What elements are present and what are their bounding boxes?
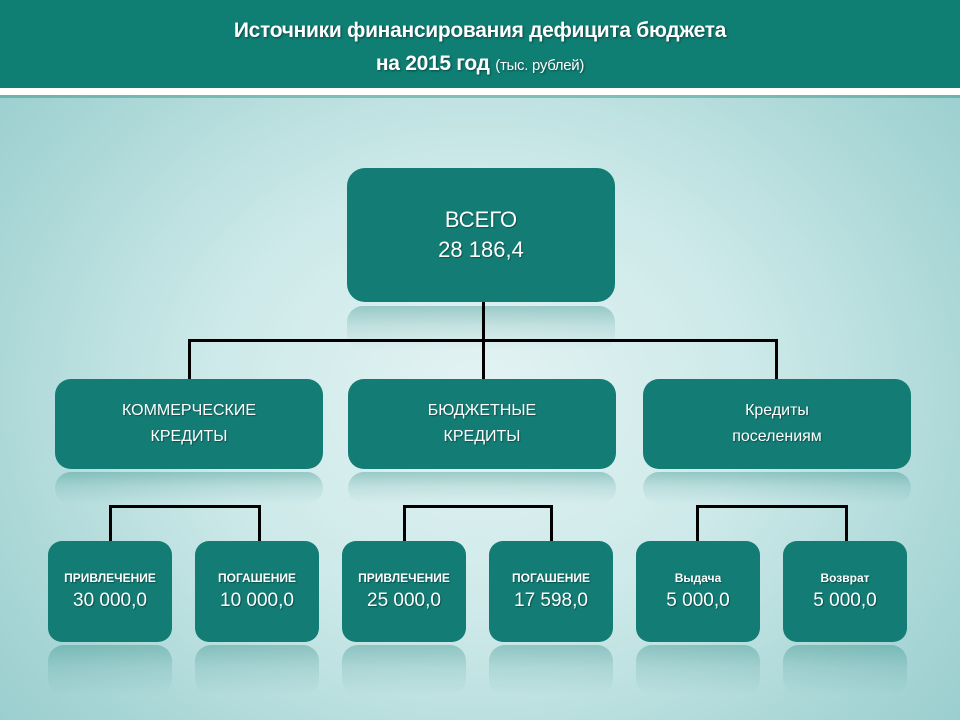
leaf-box-settlement-return: Возврат 5 000,0 xyxy=(783,541,907,642)
page-title: Источники финансирования дефицита бюджет… xyxy=(233,19,727,42)
connector-group-3-horizontal xyxy=(696,505,848,508)
connector-to-group-3 xyxy=(775,339,778,380)
group-label-line1: Кредиты xyxy=(745,402,809,419)
connector-group-3-left xyxy=(696,505,699,542)
leaf-box-settlement-issue: Выдача 5 000,0 xyxy=(636,541,760,642)
leaf-box-budget-attraction: ПРИВЛЕЧЕНИЕ 25 000,0 xyxy=(342,541,466,642)
leaf-label: ПРИВЛЕЧЕНИЕ xyxy=(64,570,156,585)
leaf-value: 5 000,0 xyxy=(666,589,730,611)
connector-total-down xyxy=(482,302,485,340)
group-label-line1: КОММЕРЧЕСКИЕ xyxy=(122,402,256,419)
leaf-value: 10 000,0 xyxy=(220,589,294,611)
connector-group-2-right xyxy=(550,505,553,542)
total-value: 28 186,4 xyxy=(438,237,524,262)
leaf-label: ПРИВЛЕЧЕНИЕ xyxy=(358,570,450,585)
connector-to-group-1 xyxy=(188,339,191,380)
leaf-value: 30 000,0 xyxy=(73,589,147,611)
leaf-box-reflection xyxy=(489,645,613,695)
group-label-line2: поселениям xyxy=(732,428,822,445)
leaf-box-commercial-repayment: ПОГАШЕНИЕ 10 000,0 xyxy=(195,541,319,642)
leaf-box-budget-repayment: ПОГАШЕНИЕ 17 598,0 xyxy=(489,541,613,642)
connector-group-2-horizontal xyxy=(403,505,553,508)
leaf-value: 25 000,0 xyxy=(367,589,441,611)
connector-group-2-left xyxy=(403,505,406,542)
group-box-settlement-credits: Кредиты поселениям xyxy=(643,379,911,469)
leaf-label: ПОГАШЕНИЕ xyxy=(217,570,297,585)
leaf-label: Возврат xyxy=(820,570,870,585)
connector-to-group-2 xyxy=(482,339,485,380)
page-subtitle: на 2015 год (тыс. рублей) xyxy=(0,52,960,76)
total-box-reflection xyxy=(347,306,615,350)
leaf-box-reflection xyxy=(783,645,907,695)
connector-group-1-left xyxy=(109,505,112,542)
group-box-reflection xyxy=(348,472,616,504)
title-year: на 2015 год xyxy=(375,52,490,75)
group-box-reflection xyxy=(643,472,911,504)
group-box-commercial-credits: КОММЕРЧЕСКИЕ КРЕДИТЫ xyxy=(55,379,323,469)
group-label-line2: КРЕДИТЫ xyxy=(443,428,521,445)
connector-group-1-horizontal xyxy=(109,505,261,508)
leaf-box-commercial-attraction: ПРИВЛЕЧЕНИЕ 30 000,0 xyxy=(48,541,172,642)
connector-group-1-right xyxy=(258,505,261,542)
leaf-value: 17 598,0 xyxy=(514,589,588,611)
slide-header: Источники финансирования дефицита бюджет… xyxy=(0,0,960,88)
connector-group-3-right xyxy=(845,505,848,542)
leaf-box-reflection xyxy=(636,645,760,695)
leaf-label: ПОГАШЕНИЕ xyxy=(511,570,591,585)
title-unit: (тыс. рублей) xyxy=(495,57,585,74)
leaf-label: Выдача xyxy=(674,570,722,585)
leaf-box-reflection xyxy=(195,645,319,695)
total-label: ВСЕГО xyxy=(444,207,518,232)
group-label-line2: КРЕДИТЫ xyxy=(150,428,228,445)
leaf-box-reflection xyxy=(342,645,466,695)
group-label-line1: БЮДЖЕТНЫЕ xyxy=(427,402,537,419)
header-divider xyxy=(0,88,960,95)
leaf-box-reflection xyxy=(48,645,172,695)
header-divider-shadow xyxy=(0,95,960,98)
group-box-budget-credits: БЮДЖЕТНЫЕ КРЕДИТЫ xyxy=(348,379,616,469)
group-box-reflection xyxy=(55,472,323,504)
leaf-value: 5 000,0 xyxy=(813,589,877,611)
total-box: ВСЕГО 28 186,4 xyxy=(347,168,615,302)
